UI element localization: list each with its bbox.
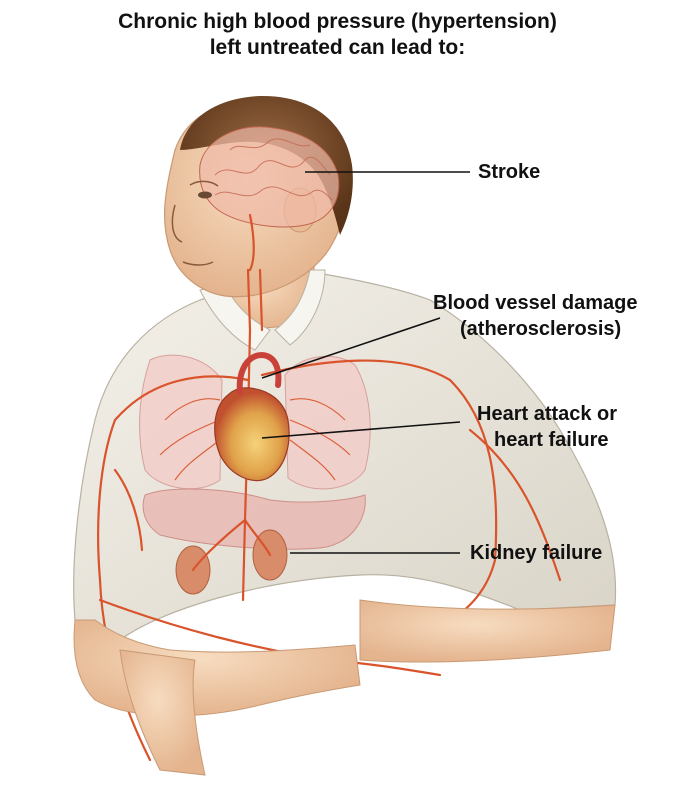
vessel-damage-label-line-2: (atherosclerosis) (460, 317, 621, 341)
kidney-failure-label: Kidney failure (470, 541, 602, 565)
right-forearm (360, 600, 615, 662)
left-arm (74, 620, 360, 716)
stroke-label: Stroke (478, 160, 540, 184)
heart-failure-label-line-2: heart failure (494, 428, 608, 452)
heart-failure-label-line-1: Heart attack or (477, 402, 617, 426)
left-lung (140, 355, 222, 489)
vessel-damage-label-line-1: Blood vessel damage (433, 291, 638, 315)
